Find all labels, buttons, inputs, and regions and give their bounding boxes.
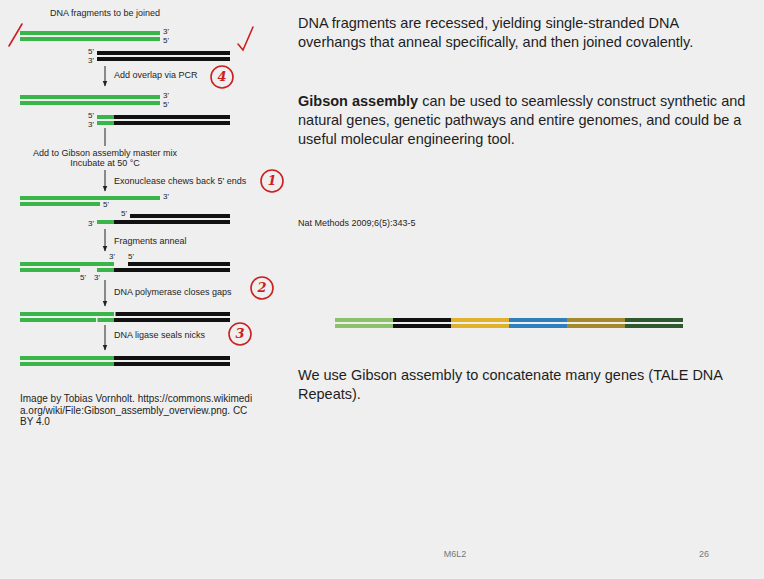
citation: Nat Methods 2009;6(5):343-5: [298, 218, 416, 228]
flow-arrow: [105, 170, 106, 191]
dna-strand: [114, 220, 230, 224]
dna-strand: [97, 121, 114, 125]
image-credit: Image by Tobias Vornholt. https://common…: [20, 393, 256, 428]
slide-number: 26: [699, 549, 709, 559]
step-label: DNA ligase seals nicks: [114, 330, 205, 340]
dna-strand: [98, 318, 115, 322]
step-label: Fragments anneal: [114, 236, 187, 246]
dna-strand: [20, 268, 80, 272]
dna-strand: [114, 121, 230, 125]
step-label: Add to Gibson assembly master mix: [31, 148, 179, 158]
strand-end-label: 3': [109, 252, 115, 261]
flow-arrow: [105, 229, 106, 251]
strand-end-label: 5': [88, 47, 94, 56]
strand-end-label: 5': [88, 111, 94, 120]
handwritten-mark: [251, 277, 273, 299]
callout-number: 1: [267, 174, 276, 189]
strand-end-label: 3': [163, 27, 169, 36]
dna-strand: [97, 115, 114, 119]
gene-bar: [335, 318, 683, 328]
dna-strand: [20, 37, 160, 41]
dna-strand: [20, 362, 114, 366]
gene-bar: [451, 324, 509, 328]
handwritten-mark: [229, 323, 251, 345]
gene-bar: [567, 318, 625, 322]
dna-strand: [130, 214, 230, 218]
dna-strand: [114, 356, 230, 360]
dna-strand: [97, 51, 230, 55]
flow-arrow: [105, 325, 106, 350]
handwritten-mark: [261, 170, 283, 192]
handwritten-mark: [238, 27, 253, 50]
flow-arrow: [105, 66, 106, 86]
body-paragraph: Gibson assemblycan be used to seamlessly…: [298, 92, 746, 149]
flow-arrow: [105, 280, 106, 306]
strand-end-label: 3': [88, 56, 94, 65]
step-label: Incubate at 50 °C: [68, 158, 142, 168]
strand-end-label: 3': [88, 120, 94, 129]
handwritten-mark: [9, 24, 283, 345]
dna-strand: [20, 101, 160, 105]
footer-text: M6L2: [444, 549, 467, 559]
dna-strand: [114, 268, 230, 272]
step-label: Add overlap via PCR: [114, 70, 198, 80]
strand-end-label: 5': [163, 100, 169, 109]
dna-strand: [20, 318, 96, 322]
heading-label: DNA fragments to be joined: [50, 8, 160, 18]
callout-number: 4: [217, 70, 226, 85]
gene-bar: [335, 318, 393, 322]
dna-strand: [114, 115, 230, 119]
step-label: Exonuclease chews back 5' ends: [114, 176, 246, 186]
strand-end-label: 5': [80, 273, 86, 282]
dna-strand: [20, 95, 160, 99]
flow-arrow: [105, 128, 106, 146]
dna-strand: [114, 318, 230, 322]
gene-bar: [509, 324, 567, 328]
strand-end-label: 5': [103, 200, 109, 209]
handwritten-mark: [211, 66, 233, 88]
callout-number: 3: [235, 327, 244, 342]
dna-strand: [20, 312, 114, 316]
dna-strand: [20, 262, 114, 266]
step-label: DNA polymerase closes gaps: [114, 287, 232, 297]
dna-strand: [97, 220, 114, 224]
dna-strand: [20, 31, 160, 35]
body-paragraph: We use Gibson assembly to concatenate ma…: [298, 366, 746, 404]
gene-bar: [509, 318, 567, 322]
handwritten-mark: [9, 24, 22, 46]
strand-end-label: 5': [163, 36, 169, 45]
strand-end-label: 5': [128, 252, 134, 261]
dna-strand: [114, 362, 230, 366]
dna-strand: [116, 312, 231, 316]
strand-end-label: 3': [163, 91, 169, 100]
strand-end-label: 3': [163, 192, 169, 201]
bold-term: Gibson assembly: [298, 93, 418, 109]
gene-bar: [393, 324, 451, 328]
gene-bar: [335, 324, 393, 328]
gene-bar: [393, 318, 451, 322]
dna-strand: [20, 31, 230, 366]
gene-bar: [625, 318, 683, 322]
gene-bar: [451, 318, 509, 322]
dna-strand: [20, 202, 100, 206]
gene-bar: [567, 324, 625, 328]
gene-bar: [625, 324, 683, 328]
strand-end-label: 5': [121, 209, 127, 218]
dna-strand: [20, 196, 160, 200]
strand-end-label: 3': [88, 219, 94, 228]
dna-strand: [97, 57, 230, 61]
dna-strand: [128, 262, 230, 266]
dna-strand: [97, 268, 114, 272]
body-paragraph: DNA fragments are recessed, yielding sin…: [298, 14, 746, 52]
dna-strand: [20, 356, 114, 360]
strand-end-label: 3': [94, 273, 100, 282]
callout-number: 2: [257, 281, 266, 296]
